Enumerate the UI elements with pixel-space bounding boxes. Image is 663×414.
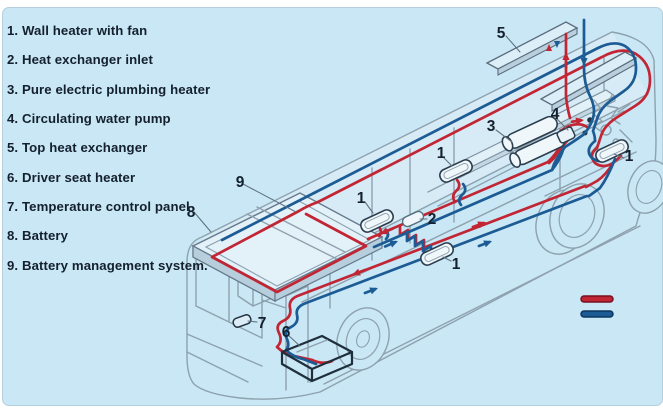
marker-wall-heater-mid-upper: 1: [437, 145, 446, 162]
marker-battery: 8: [187, 204, 196, 221]
marker-battery-management-system: 9: [236, 174, 245, 191]
wheels: [336, 160, 663, 371]
return-water-pipes: [220, 18, 638, 366]
marker-heat-exchanger-inlet: 2: [428, 211, 437, 228]
legend-item-8: 8. Battery: [7, 228, 69, 244]
plumbing-heater-cylinders: [501, 115, 566, 168]
marker-plumbing-heater: 3: [487, 118, 496, 135]
top-heat-exchanger: [485, 21, 638, 112]
heat-exchanger-inlet: [401, 210, 425, 228]
legend-item-7: 7. Temperature control panel: [7, 198, 190, 214]
marker-temperature-control-panel: 7: [258, 315, 267, 332]
component-legend: 1. Wall heater with fan 2. Heat exchange…: [7, 16, 210, 280]
flow-arrows: [352, 41, 588, 295]
driver-seat-heater: [280, 334, 354, 383]
marker-wall-heater-rear-right: 1: [625, 148, 634, 165]
legend-item-5: 5. Top heat exchanger: [7, 140, 148, 156]
wall-heater-lower: [420, 242, 454, 266]
battery-pack: [191, 192, 384, 303]
temperature-control-panel: [232, 314, 252, 328]
rear-outer-wheel: [627, 160, 663, 214]
diagram-markers: 5 4 3 1 1 1 2 1 9 8 7 6: [187, 25, 634, 341]
legend-item-3: 3. Pure electric plumbing heater: [7, 81, 211, 97]
front-wheel: [336, 307, 390, 371]
hot-water-pipes: [210, 32, 652, 365]
marker-top-heat-exchanger: 5: [497, 25, 506, 42]
legend-item-2: 2. Heat exchanger inlet: [7, 52, 153, 68]
marker-driver-seat-heater: 6: [282, 324, 291, 341]
marker-circulating-water-pump: 4: [551, 106, 560, 123]
flow-color-key: [580, 295, 614, 318]
circulating-pump: [556, 126, 576, 144]
legend-item-4: 4. Circulating water pump: [7, 111, 171, 127]
wall-heater-rear-right: [595, 139, 629, 163]
legend-item-6: 6. Driver seat heater: [7, 169, 136, 185]
marker-wall-heater-lower: 1: [452, 256, 461, 273]
marker-wall-heater-mid-left: 1: [357, 190, 366, 207]
leader-lines: [193, 35, 625, 347]
legend-item-1: 1. Wall heater with fan: [7, 23, 148, 39]
wall-heater-mid-upper: [439, 159, 473, 183]
legend-item-9: 9. Battery management system.: [7, 257, 208, 273]
wall-heater-mid-left: [360, 209, 394, 233]
